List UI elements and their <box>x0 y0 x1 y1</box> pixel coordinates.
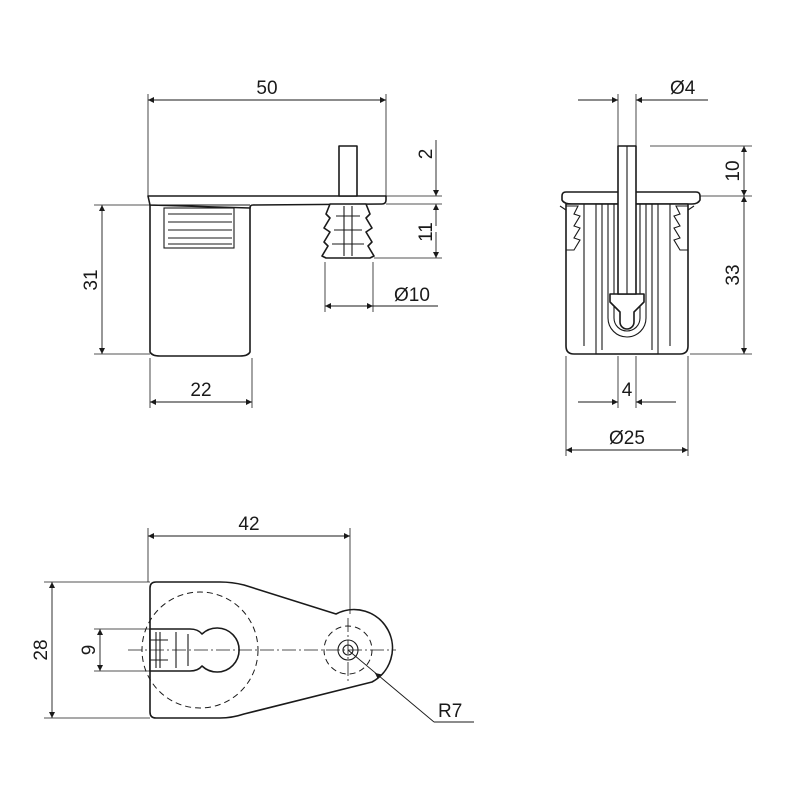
dim-top-height: 28 <box>31 639 52 660</box>
dim-side-height: 33 <box>723 264 744 285</box>
dim-front-height: 31 <box>81 269 102 290</box>
dim-front-base-width: 22 <box>190 380 211 401</box>
dim-side-slot: 4 <box>622 380 633 401</box>
front-ribs <box>163 207 235 249</box>
top-view: 42 28 9 R7 <box>31 514 474 723</box>
side-left-barbs <box>559 205 581 251</box>
dim-pin-diameter: Ø10 <box>394 285 430 306</box>
front-pin-shaft <box>338 145 358 197</box>
dim-pin-top: 2 <box>416 149 437 160</box>
front-dowel <box>321 203 375 259</box>
dim-top-slot: 9 <box>79 645 100 656</box>
dim-front-width: 50 <box>256 78 277 99</box>
dim-top-radius: R7 <box>438 701 462 722</box>
dim-top-length: 42 <box>238 514 259 535</box>
dim-side-top: 10 <box>723 160 744 181</box>
side-view: Ø4 10 33 4 Ø25 <box>559 78 752 456</box>
side-right-barbs <box>673 205 695 251</box>
dim-side-diameter: Ø25 <box>609 428 645 449</box>
side-u-slot <box>607 204 647 338</box>
front-view: 50 31 22 2 11 Ø10 <box>81 78 442 408</box>
front-body <box>149 204 251 357</box>
side-pin-head <box>609 293 645 330</box>
dim-pin-body: 11 <box>416 222 437 242</box>
dim-side-pin-diameter: Ø4 <box>670 78 696 99</box>
